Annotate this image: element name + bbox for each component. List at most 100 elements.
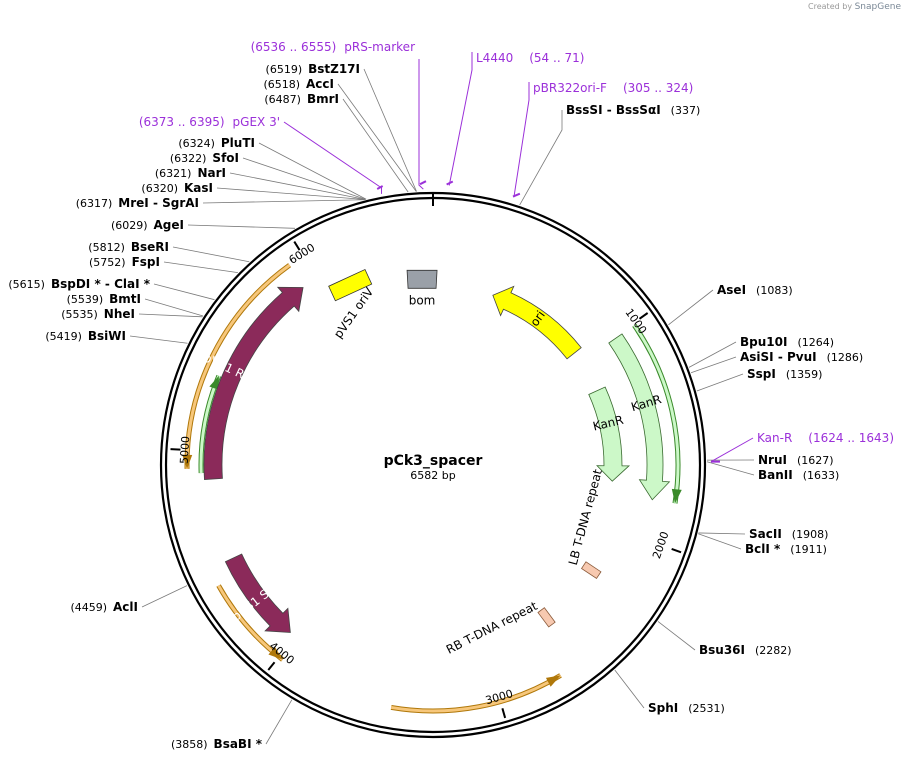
scale-tick-label: 5000 — [178, 436, 193, 465]
enzyme-position: (6029) — [111, 219, 148, 232]
thin-arc — [390, 674, 562, 713]
enzyme-label[interactable]: MreI - SgrAI(6317) — [76, 196, 199, 210]
primer-label[interactable]: L4440(54 .. 71) — [476, 51, 584, 65]
enzyme-name: BclI * — [745, 542, 781, 556]
enzyme-label[interactable]: BstZ17I(6519) — [266, 62, 360, 76]
enzyme-label[interactable]: NarI(6321) — [155, 166, 226, 180]
enzyme-leader-line — [337, 83, 417, 192]
bom-box[interactable] — [406, 269, 438, 289]
feature-arrow[interactable] — [492, 285, 582, 360]
enzyme-label[interactable]: SacII(1908) — [749, 527, 828, 541]
enzyme-label[interactable]: NheI(5535) — [61, 307, 135, 321]
tdna-box[interactable] — [580, 561, 602, 580]
enzyme-label[interactable]: SphI (2531) — [648, 701, 725, 715]
thin-arc-arrowhead — [545, 675, 561, 687]
tdna-box[interactable] — [537, 607, 556, 628]
primer-label[interactable]: pGEX 3'(6373 .. 6395) — [139, 115, 280, 129]
enzyme-position: (4459) — [70, 601, 107, 614]
enzyme-label[interactable]: BseRI(5812) — [88, 240, 169, 254]
enzyme-position: (1911) — [790, 543, 827, 556]
enzyme-position: (5812) — [88, 241, 125, 254]
scale-tick-mark — [638, 312, 649, 320]
primer-label[interactable]: Kan-R(1624 .. 1643) — [757, 431, 894, 445]
enzyme-name: NarI — [197, 166, 226, 180]
scale-tick-mark — [293, 241, 301, 251]
enzyme-name: AclI — [113, 600, 138, 614]
enzyme-position: (5539) — [67, 293, 104, 306]
enzyme-label[interactable]: SspI(1359) — [747, 367, 822, 381]
feature-arrow[interactable] — [224, 553, 291, 633]
enzyme-leader-line — [258, 142, 367, 200]
enzyme-label[interactable]: BmtI(5539) — [67, 292, 141, 306]
enzyme-position: (1083) — [756, 284, 793, 297]
tdna-label: LB T-DNA repeat — [566, 467, 605, 566]
thin-arc — [185, 263, 291, 469]
enzyme-label[interactable]: BspDI * - ClaI *(5615) — [8, 277, 150, 291]
tdna-label: RB T-DNA repeat — [444, 599, 540, 657]
enzyme-leader-line — [242, 157, 366, 200]
enzyme-label[interactable]: BssSI - BssSαI(337) — [566, 103, 700, 117]
feature-arrow[interactable] — [203, 286, 304, 480]
enzyme-leader-line — [141, 585, 188, 608]
enzyme-leader-line — [163, 261, 238, 273]
site-labels: BstZ17I(6519)AccI(6518)BmrI(6487)PluTI(6… — [8, 40, 894, 751]
enzyme-position: (1908) — [792, 528, 829, 541]
enzyme-name: NheI — [104, 307, 135, 321]
scale-tick-label: 6000 — [287, 241, 318, 267]
enzyme-label[interactable]: BsaBI *(3858) — [171, 737, 263, 751]
primer-range: (305 .. 324) — [623, 81, 693, 95]
enzyme-position: (6519) — [266, 63, 303, 76]
enzyme-name: Bsu36I — [699, 643, 745, 657]
plasmid-name: pCk3_spacer — [384, 453, 483, 469]
primer-label[interactable]: pRS-marker(6536 .. 6555) — [251, 40, 415, 54]
enzyme-label[interactable]: NruI(1627) — [758, 453, 834, 467]
primer-leader-line — [448, 52, 473, 186]
enzyme-label[interactable]: BanII(1633) — [758, 468, 839, 482]
enzyme-name: NruI — [758, 453, 787, 467]
enzyme-label[interactable]: PluTI(6324) — [178, 136, 255, 150]
feature-arrow[interactable] — [608, 333, 671, 501]
enzyme-label[interactable]: AclI (4459) — [70, 600, 138, 614]
enzyme-label[interactable]: FspI(5752) — [89, 255, 160, 269]
enzyme-leader-line — [698, 532, 746, 535]
enzyme-name: BanII — [758, 468, 793, 482]
enzyme-label[interactable]: SfoI(6322) — [170, 151, 239, 165]
enzyme-label[interactable]: Bsu36I(2282) — [699, 643, 792, 657]
scale-tick-label: 2000 — [650, 530, 672, 561]
enzyme-label[interactable]: AccI(6518) — [263, 77, 334, 91]
enzyme-leader-line — [668, 289, 714, 326]
enzyme-label[interactable]: BsiWI(5419) — [45, 329, 126, 343]
primer-leader-line — [710, 437, 754, 463]
enzyme-leader-line — [698, 533, 742, 550]
primer-tick — [446, 180, 454, 186]
primer-tick — [419, 180, 427, 186]
enzyme-label[interactable]: AseI(1083) — [717, 283, 793, 297]
primer-name: pGEX 3' — [233, 115, 280, 129]
primer-label[interactable]: pBR322ori-F(305 .. 324) — [533, 81, 693, 95]
enzyme-position: (5752) — [89, 256, 126, 269]
scale-tick-mark — [501, 708, 507, 719]
enzyme-position: (2531) — [688, 702, 725, 715]
enzyme-leader-line — [696, 373, 744, 392]
enzyme-label[interactable]: KasI (6320) — [141, 181, 213, 195]
enzyme-label[interactable]: Bpu10I(1264) — [740, 335, 834, 349]
enzyme-label[interactable]: BmrI(6487) — [264, 92, 339, 106]
enzyme-name: PluTI — [221, 136, 255, 150]
enzyme-name: KasI — [184, 181, 213, 195]
enzyme-position: (6320) — [141, 182, 178, 195]
enzyme-label[interactable]: AsiSI - PvuI(1286) — [740, 350, 863, 364]
enzyme-label[interactable]: AgeI(6029) — [111, 218, 184, 232]
enzyme-name: SphI — [648, 701, 678, 715]
enzyme-leader-line — [229, 172, 366, 200]
enzyme-leader-line — [265, 699, 293, 745]
enzyme-leader-line — [363, 68, 417, 192]
oriv-box[interactable] — [328, 268, 373, 302]
enzyme-leader-line — [153, 283, 215, 301]
enzyme-label[interactable]: BclI * (1911) — [745, 542, 827, 556]
feature-arrow[interactable] — [588, 386, 631, 482]
scale-tick-label: 1000 — [622, 306, 649, 336]
primer-name: L4440 — [476, 51, 513, 65]
enzyme-position: (1286) — [827, 351, 864, 364]
enzyme-leader-line — [129, 335, 188, 344]
